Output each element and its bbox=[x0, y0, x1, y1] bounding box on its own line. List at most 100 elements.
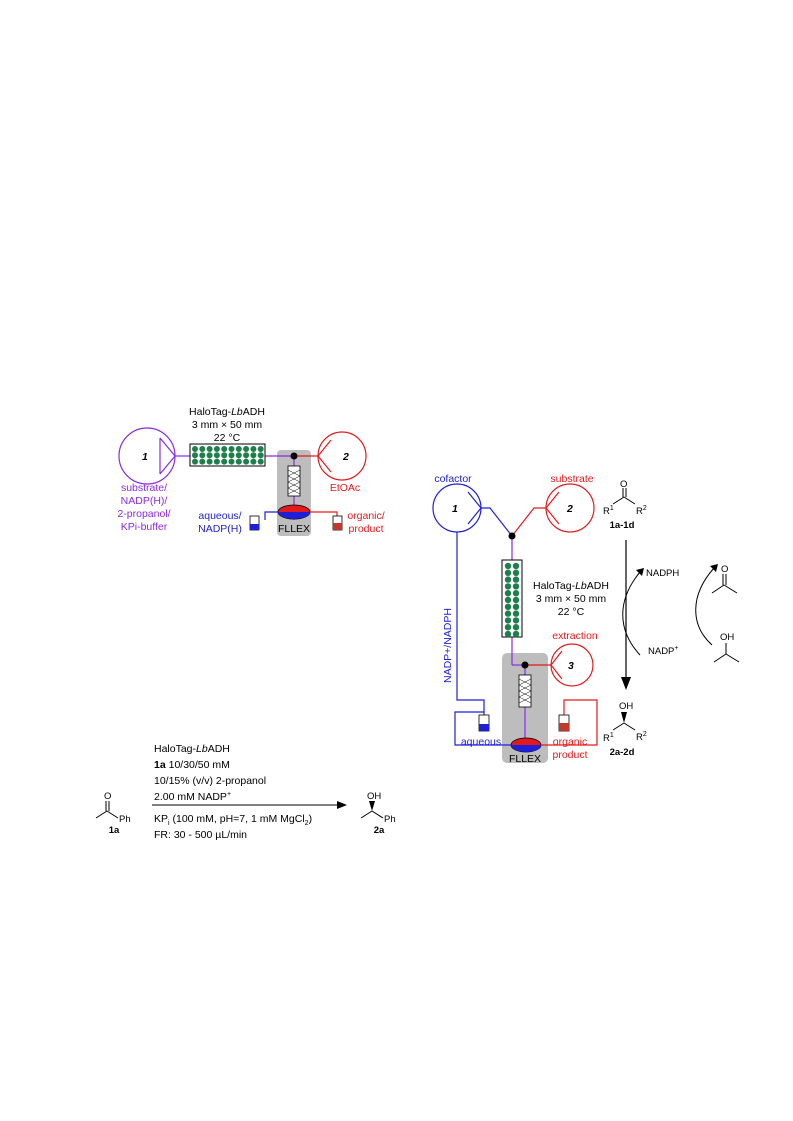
organic-vial-2 bbox=[558, 714, 570, 732]
column-beads-2 bbox=[504, 562, 520, 638]
pump-1-number: 1 bbox=[142, 451, 148, 463]
nadph-label: NADPH bbox=[646, 568, 679, 579]
fllex-label-2: FLLEX bbox=[509, 753, 541, 765]
pump-1-label: substrate/ NADP(H)/ 2-propanol/ KPi-buff… bbox=[117, 482, 170, 533]
substrate-pump-icon bbox=[545, 483, 595, 533]
junction-dot-2 bbox=[521, 661, 529, 669]
svg-text:2-propanol/: 2-propanol/ bbox=[117, 508, 170, 520]
column-bead bbox=[512, 617, 520, 624]
alcohol-r1: R1 bbox=[603, 732, 614, 744]
column-bead bbox=[257, 458, 264, 465]
setup-2: 1 2 3 cofactor substrate extraction NADP… bbox=[432, 473, 609, 765]
isopropanol-structure bbox=[713, 643, 740, 663]
column-bead bbox=[512, 583, 520, 590]
pump-3-number: 3 bbox=[568, 660, 574, 672]
cycle-arrow-right bbox=[695, 567, 715, 646]
column-beads-1 bbox=[192, 446, 264, 465]
ketone-structure bbox=[612, 488, 636, 505]
ketone-r1: R1 bbox=[603, 505, 614, 517]
ketone-o: O bbox=[620, 479, 627, 490]
column-bead bbox=[221, 458, 228, 465]
organic-label-1: organic/ product bbox=[347, 510, 384, 535]
column-bead bbox=[504, 569, 512, 576]
column-bead bbox=[243, 452, 250, 459]
column-bead bbox=[228, 452, 235, 459]
acetone-o: O bbox=[721, 564, 728, 575]
pump-2-icon bbox=[317, 431, 367, 481]
column-bead bbox=[199, 458, 206, 465]
acetone-structure bbox=[711, 574, 738, 594]
column-bead bbox=[192, 452, 198, 459]
extraction-pump-icon bbox=[550, 643, 594, 687]
column-bead bbox=[512, 630, 520, 638]
column-bead bbox=[512, 603, 520, 610]
column-bead bbox=[504, 624, 512, 631]
substrate-label: substrate bbox=[550, 473, 593, 485]
conditions-substrate: 1a 10/30/50 mM bbox=[154, 759, 230, 771]
column-bead bbox=[504, 583, 512, 590]
pump-2-label: EtOAc bbox=[330, 482, 360, 494]
acetophenone-ph: Ph bbox=[119, 814, 131, 825]
reaction-equation: O Ph 1a HaloTag-LbADH 1a 10/30/50 mM 10/… bbox=[95, 743, 396, 841]
product-label-2: product bbox=[552, 749, 587, 761]
column-bead bbox=[206, 458, 213, 465]
column-label-2: HaloTag-LbADH bbox=[533, 580, 609, 592]
conditions-enzyme: HaloTag-LbADH bbox=[154, 743, 230, 755]
setup-1: 1 2 HaloTag-LbADH 3 mm × 50 mm 22 °C sub… bbox=[117, 406, 385, 536]
column-bead bbox=[504, 617, 512, 624]
cofactor-label: cofactor bbox=[434, 473, 472, 485]
enzyme-column-2 bbox=[501, 559, 523, 638]
y-junction-dot bbox=[508, 532, 516, 540]
column-bead bbox=[512, 624, 520, 631]
column-temp-2: 22 °C bbox=[558, 606, 585, 618]
svg-text:product: product bbox=[348, 523, 383, 535]
cycle-arrow-left bbox=[622, 571, 641, 656]
column-bead bbox=[235, 446, 242, 452]
column-bead bbox=[250, 452, 257, 459]
pump-1-icon bbox=[118, 427, 176, 485]
isopropanol-oh: OH bbox=[720, 632, 734, 643]
column-bead bbox=[213, 452, 220, 459]
column-bead bbox=[512, 596, 520, 604]
alcohol-oh: OH bbox=[619, 701, 633, 712]
column-bead bbox=[504, 630, 512, 638]
column-bead bbox=[250, 458, 257, 465]
recycle-label: NADP+/NADPH bbox=[442, 608, 454, 683]
svg-text:aqueous/: aqueous/ bbox=[198, 510, 241, 522]
column-bead bbox=[512, 569, 520, 576]
extraction-label: extraction bbox=[552, 630, 598, 642]
aqueous-vial-2 bbox=[478, 714, 490, 732]
organic-label-2: organic bbox=[553, 736, 587, 748]
pump-2-number: 2 bbox=[342, 451, 349, 463]
column-temp-1: 22 °C bbox=[214, 432, 241, 444]
phenylethanol-ph: Ph bbox=[384, 814, 396, 825]
column-bead bbox=[504, 576, 512, 583]
column-bead bbox=[512, 562, 520, 570]
column-dims-2: 3 mm × 50 mm bbox=[536, 593, 607, 605]
column-bead bbox=[228, 446, 235, 452]
svg-text:KPi-buffer: KPi-buffer bbox=[121, 521, 168, 533]
column-bead bbox=[206, 452, 213, 459]
nadp-label: NADP+ bbox=[648, 645, 679, 657]
phenylethanol-label: 2a bbox=[374, 825, 385, 836]
column-label-1: HaloTag-LbADH bbox=[189, 406, 265, 418]
column-bead bbox=[504, 562, 512, 570]
conditions-cofactor: 2.00 mM NADP+ bbox=[154, 791, 231, 803]
conditions-buffer: KPi (100 mM, pH=7, 1 mM MgCl2) bbox=[154, 813, 312, 827]
ketone-label: 1a-1d bbox=[610, 520, 635, 531]
column-bead bbox=[243, 446, 250, 452]
pump-2-number-2: 2 bbox=[566, 503, 573, 515]
column-bead bbox=[213, 446, 220, 452]
column-bead bbox=[257, 446, 264, 452]
alcohol-structure bbox=[612, 722, 636, 731]
ketone-r2: R2 bbox=[636, 505, 647, 517]
aqueous-label-1: aqueous/ NADP(H) bbox=[198, 510, 242, 535]
column-bead bbox=[504, 610, 512, 617]
column-bead bbox=[206, 446, 213, 452]
pump-1-number-2: 1 bbox=[452, 503, 458, 515]
alcohol-r2: R2 bbox=[636, 731, 647, 743]
column-bead bbox=[221, 446, 228, 452]
column-bead bbox=[504, 590, 512, 597]
